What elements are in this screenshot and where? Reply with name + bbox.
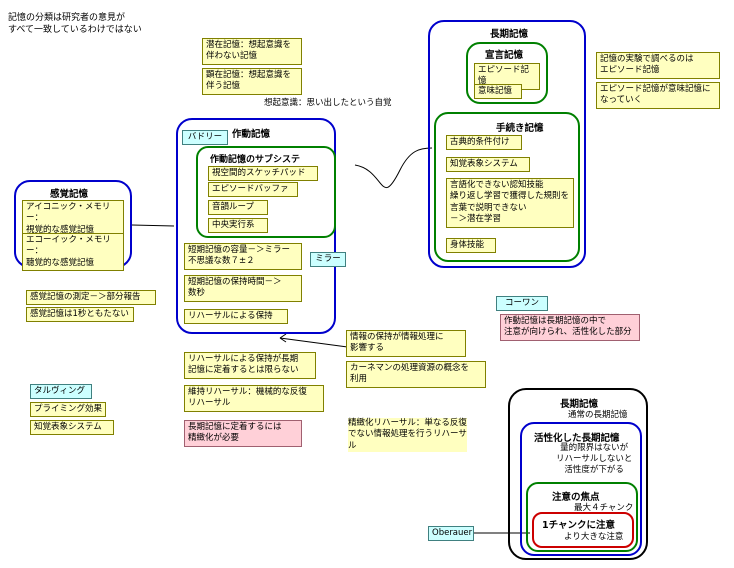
cowan-label: コーワン xyxy=(496,296,548,312)
classification-note: 記憶の分類は研究者の意見が すべて一致しているわけではない xyxy=(8,13,142,36)
focus-of-attention-container xyxy=(526,482,638,552)
tulving-label: タルヴィング xyxy=(30,384,92,400)
elaboration-required-note: 長期記憶に定着するには 精緻化が必要 xyxy=(184,420,302,447)
stm-duration-note: 短期記憶の保持時間－＞ 数秒 xyxy=(184,275,302,302)
baddeley-label: バドリー xyxy=(182,130,228,146)
cowan-note: 作動記憶は長期記憶の中で 注意が向けられ、活性化した部分 xyxy=(500,314,640,341)
recollection-note: 想起意識：思い出したという自覚 xyxy=(264,98,392,108)
episodic-to-semantic-note: エピソード記憶が意味記憶に なっていく xyxy=(596,82,720,109)
subsystem-title: 作動記憶のサブシステ xyxy=(210,155,301,165)
long-term-memory-container xyxy=(428,20,586,268)
nested-long-term-title: 長期記憶 xyxy=(560,399,599,410)
single-chunk-title: 1チャンクに注意 xyxy=(542,520,616,531)
active-long-term-title: 活性化した長期記憶 xyxy=(534,433,620,444)
semantic-memory-item: 意味記憶 xyxy=(474,84,522,100)
long-term-memory-title: 長期記憶 xyxy=(490,29,529,40)
experiment-episodic-note: 記憶の実験で調べるのは エピソード記憶 xyxy=(596,52,720,79)
cognitive-skill-item: 言語化できない認知技能 繰り返し学習で獲得した規則を 言葉で説明できない －＞潜… xyxy=(446,178,574,228)
sensory-memory-title: 感覚記憶 xyxy=(50,189,89,200)
declarative-memory-container xyxy=(466,42,548,104)
kahneman-note: カーネマンの処理資源の概念を 利用 xyxy=(346,361,486,388)
rehearsal-retention-note: リハーサルによる保持 xyxy=(184,309,288,325)
info-processing-note: 情報の保持が情報処理に 影響する xyxy=(346,330,466,357)
episodic-buffer-item: エピソードバッファ xyxy=(208,182,298,198)
rehearsal-not-guaranteed-note: リハーサルによる保持が長期 記憶に定着するとは限らない xyxy=(184,352,316,379)
central-executive-item: 中央実行系 xyxy=(208,218,268,234)
echoic-memory-item: エコーイック・メモリー： 聴覚的な感覚記憶 xyxy=(22,233,124,272)
active-long-term-subtitle: 量的限界はないが リハーサルしないと 活性度が下がる xyxy=(556,443,633,476)
visuospatial-sketchpad-item: 視空間的スケッチパッド xyxy=(208,166,318,182)
explicit-memory-note: 顕在記憶：想起意識を 伴う記憶 xyxy=(202,68,302,95)
miller-label: ミラー xyxy=(310,252,346,268)
sensory-measurement-note: 感覚記憶の測定－＞部分報告 xyxy=(26,290,156,306)
active-long-term-container xyxy=(520,422,642,556)
sensory-duration-note: 感覚記憶は1秒ともたない xyxy=(26,307,134,323)
procedural-memory-container xyxy=(434,112,580,262)
working-memory-subsystem-container xyxy=(196,146,336,238)
focus-of-attention-subtitle: 最大４チャンク xyxy=(574,503,634,513)
motor-skill-item: 身体技能 xyxy=(446,238,496,254)
phonological-loop-item: 音韻ループ xyxy=(208,200,268,216)
focus-of-attention-title: 注意の焦点 xyxy=(552,492,600,503)
perceptual-representation-item: 知覚表象システム xyxy=(446,157,530,173)
perceptual-system-item: 知覚表象システム xyxy=(30,420,114,436)
oberauer-label: Oberauer xyxy=(428,526,474,542)
priming-effect-item: プライミング効果 xyxy=(30,402,106,418)
maintenance-rehearsal-note: 維持リハーサル：機械的な反復 リハーサル xyxy=(184,385,324,412)
stm-capacity-note: 短期記憶の容量－＞ミラー 不思議な数７±２ xyxy=(184,243,302,270)
single-chunk-subtitle: より大きな注意 xyxy=(564,532,624,542)
nested-long-term-container xyxy=(508,388,648,560)
elaborative-rehearsal-note: 精緻化リハーサル：単なる反復 でない情報処理を行うリハーサ ル xyxy=(348,418,467,453)
nested-long-term-subtitle: 通常の長期記憶 xyxy=(568,410,628,420)
procedural-memory-title: 手続き記憶 xyxy=(496,123,544,134)
declarative-memory-title: 宣言記憶 xyxy=(485,50,524,61)
implicit-memory-note: 潜在記憶：想起意識を 伴わない記憶 xyxy=(202,38,302,65)
single-chunk-container xyxy=(532,512,634,548)
classical-conditioning-item: 古典的条件付け xyxy=(446,135,522,151)
working-memory-title: 作動記憶 xyxy=(232,129,271,140)
